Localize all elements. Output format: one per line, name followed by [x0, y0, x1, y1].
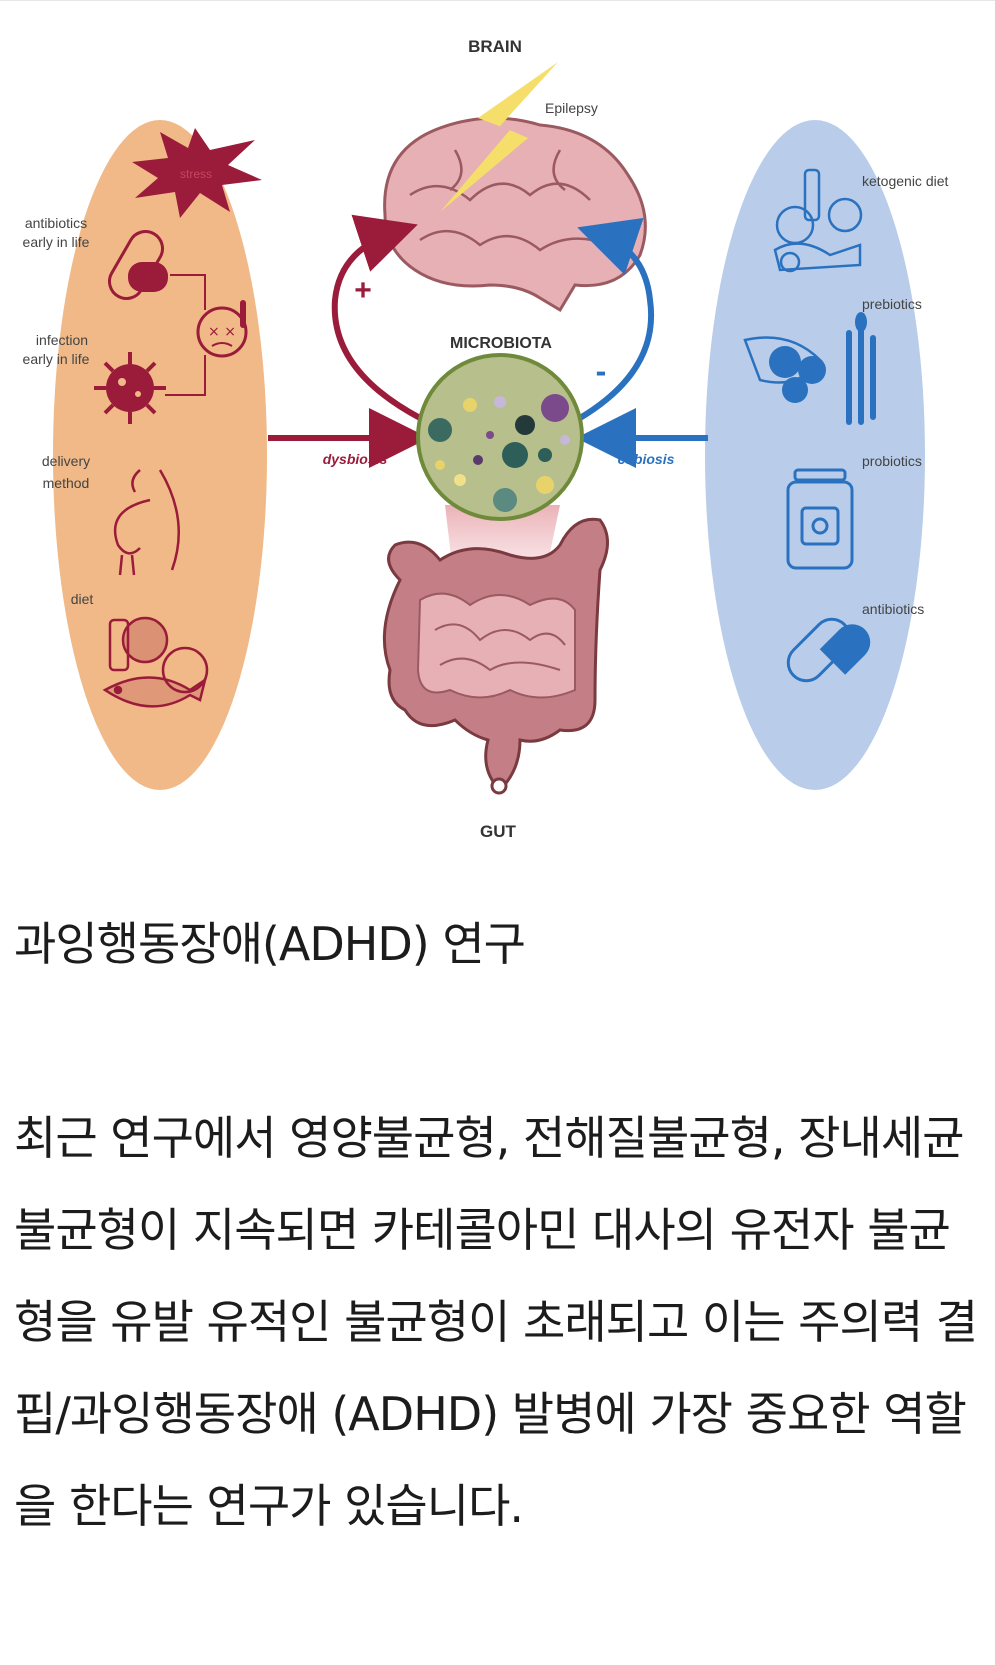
diet-label: diet: [71, 591, 94, 607]
antibiotics-capsule-icon: [786, 617, 871, 683]
ketogenic-diet-label: ketogenic diet: [862, 173, 949, 189]
antibiotics-label: antibiotics: [862, 601, 924, 617]
dysbiosis-label: dysbiosis: [323, 451, 388, 467]
connector-line: [165, 274, 206, 396]
stress-label: stress: [180, 167, 212, 181]
food-icon: [102, 616, 209, 708]
probiotics-bottle-icon: [786, 468, 854, 570]
berries-icon: [743, 336, 826, 403]
svg-text:× ×: × ×: [208, 324, 236, 340]
protective-factors-oval: [705, 120, 925, 790]
prebiotics-label: prebiotics: [862, 296, 922, 312]
delivery-method-label-2: method: [43, 475, 90, 491]
probiotics-label: probiotics: [862, 453, 922, 469]
ketogenic-food-icon: [773, 168, 863, 273]
antibiotics-early-label-1: antibiotics: [25, 215, 87, 231]
infection-early-label-1: infection: [36, 332, 88, 348]
gut-intestine-icon: [382, 517, 609, 795]
article-paragraph: 최근 연구에서 영양불균형, 전해질불균형, 장내세균 불균형이 지속되면 카테…: [14, 1111, 978, 1533]
virus-icon: [94, 352, 166, 424]
sick-baby-icon: × ×: [196, 300, 248, 358]
antibiotics-early-label-2: early in life: [23, 234, 90, 250]
eubiosis-label: eubiosis: [618, 451, 675, 467]
brain-label: BRAIN: [468, 37, 522, 56]
stress-burst-icon: stress: [132, 128, 262, 218]
delivery-method-label-1: delivery: [42, 453, 90, 469]
microbiota-circle: [416, 353, 584, 521]
minus-sign: -: [596, 353, 607, 389]
infection-early-label-2: early in life: [23, 351, 90, 367]
delivery-body-icon: [113, 469, 180, 576]
epilepsy-label: Epilepsy: [545, 100, 598, 116]
article-heading: 과잉행동장애(ADHD) 연구: [14, 917, 526, 971]
brain-up-arrow-red: [331, 214, 422, 421]
gut-brain-axis-diagram: stress antibiotics early in life infecti…: [23, 37, 949, 841]
microbiota-label: MICROBIOTA: [450, 335, 552, 352]
gut-label: GUT: [480, 822, 517, 841]
top-divider: [0, 0, 995, 1]
brain-up-arrow-blue: [577, 217, 655, 421]
risk-factors-oval: [53, 120, 267, 790]
capsule-icon: [108, 230, 168, 300]
asparagus-icon: [846, 312, 876, 425]
plus-sign: +: [354, 274, 372, 307]
